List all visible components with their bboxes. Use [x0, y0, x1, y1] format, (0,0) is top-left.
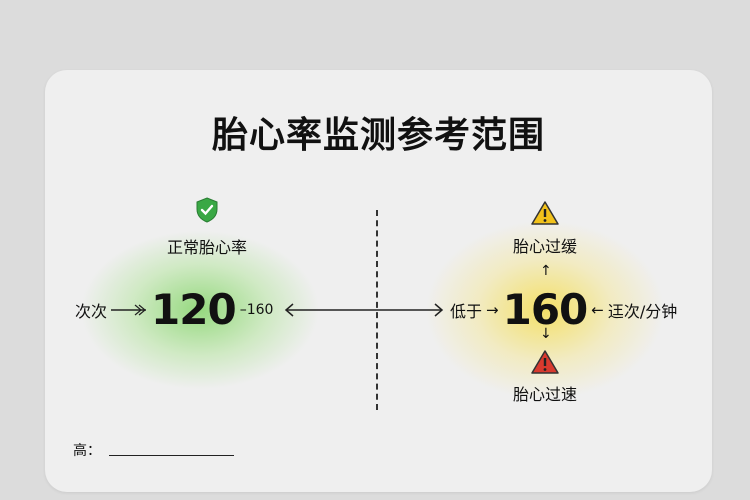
arrow-down-icon: ↓ — [540, 326, 552, 342]
arrow-right-icon: → — [486, 301, 499, 319]
normal-left-text: 次次 — [75, 302, 108, 321]
warning-red-icon — [531, 350, 559, 374]
double-arrow-icon — [284, 303, 444, 317]
abnormal-left-text: 低于 — [450, 302, 483, 321]
abnormal-right-text: 迋次/分钟 — [607, 302, 678, 321]
reference-card: 胎心率监测参考范围 正常胎心率 次次 120 –160 胎心过缓 ↑ 低于 → … — [45, 70, 712, 492]
dashed-divider — [376, 210, 378, 410]
shield-check-icon — [196, 197, 218, 223]
abnormal-value: 160 — [502, 285, 589, 334]
normal-label: 正常胎心率 — [167, 238, 248, 257]
fast-label: 胎心过速 — [513, 385, 578, 404]
arrow-left-icon: ← — [591, 301, 604, 319]
arrow-up-icon: ↑ — [540, 263, 552, 279]
page-title: 胎心率监测参考范围 — [211, 115, 545, 156]
slow-label: 胎心过缓 — [513, 237, 578, 256]
normal-value-high: –160 — [239, 302, 274, 318]
footer-label: 高： — [73, 443, 101, 459]
warning-yellow-icon — [531, 201, 559, 225]
abnormal-row: 低于 → 160 ← 迋次/分钟 — [450, 285, 677, 335]
footer-blank-line — [109, 455, 234, 456]
normal-row: 次次 120 –160 — [75, 285, 273, 335]
arrow-right-icon — [111, 304, 147, 316]
normal-value-low: 120 — [151, 285, 237, 334]
